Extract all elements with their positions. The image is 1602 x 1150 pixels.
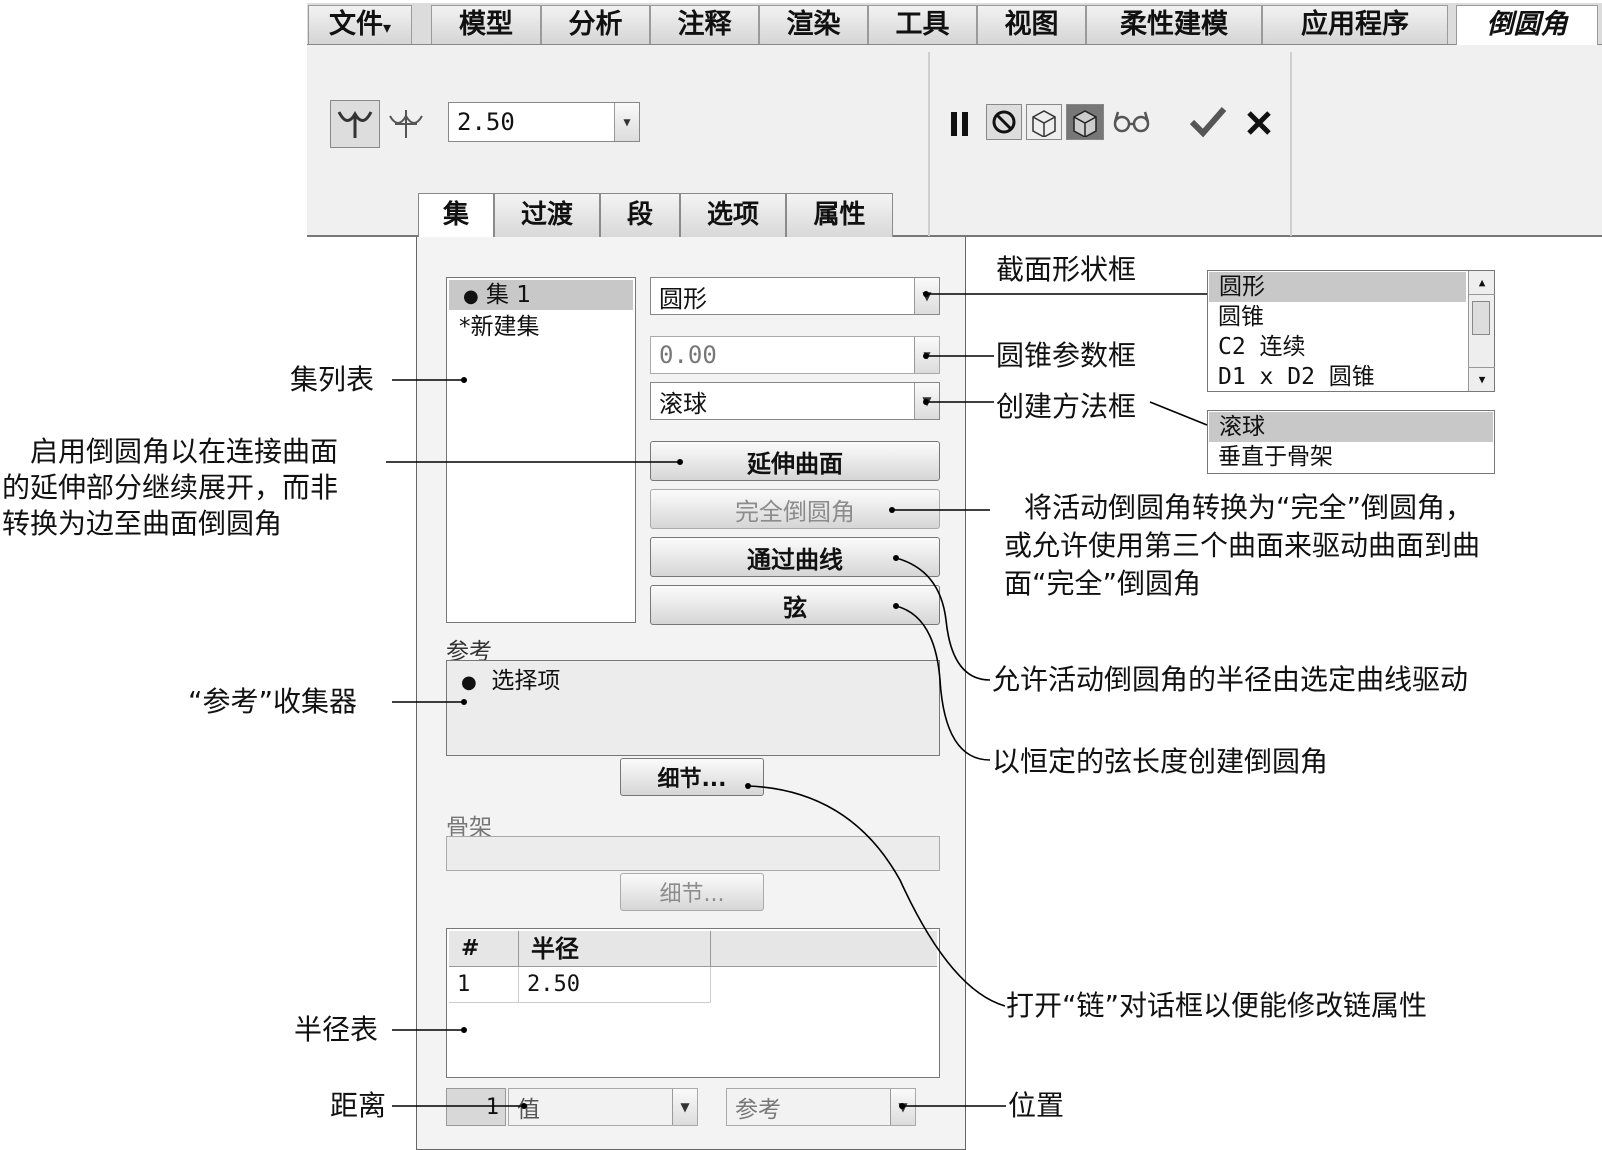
column-header-empty	[711, 931, 937, 967]
reference-item[interactable]: ● 选择项	[461, 668, 561, 694]
glasses-icon[interactable]	[1112, 106, 1152, 138]
list-item[interactable]: D1 x D2 圆锥	[1218, 364, 1375, 390]
radius-value: 2.50	[457, 108, 515, 136]
annotation-radius-table: 半径表	[294, 1013, 379, 1046]
list-item[interactable]: 滚球	[1209, 412, 1493, 442]
tab-view[interactable]: 视图	[977, 5, 1086, 44]
ribbon-divider	[928, 52, 930, 236]
list-item[interactable]: 圆形	[1209, 272, 1466, 302]
tab-round[interactable]: 倒圆角	[1456, 5, 1598, 47]
conic-param-value: 0.00	[659, 341, 717, 369]
reference-item-label: 选择项	[491, 668, 561, 694]
pause-icon[interactable]	[946, 108, 974, 140]
radius-combo[interactable]: 2.50 ▼	[448, 102, 640, 142]
list-item[interactable]: C2 连续	[1218, 334, 1306, 360]
no-preview-icon[interactable]	[986, 104, 1022, 140]
skeleton-collector[interactable]	[446, 836, 940, 871]
geometry-preview-icon[interactable]	[1066, 104, 1104, 140]
annotation-reference-collector: “参考”收集器	[188, 685, 358, 718]
create-method-combo[interactable]: 滚球 ▼	[650, 382, 940, 420]
annotation-distance: 距离	[330, 1089, 387, 1122]
distance-number[interactable]: 1	[446, 1088, 506, 1126]
scroll-down-icon[interactable]: ▼	[1469, 367, 1495, 391]
chord-mode-icon[interactable]	[384, 100, 428, 148]
section-shape-list[interactable]: 圆形 圆锥 C2 连续 D1 x D2 圆锥 ▲ ▼	[1207, 270, 1495, 392]
through-curve-button[interactable]: 通过曲线	[650, 537, 940, 577]
annotation-through-curve: 允许活动倒圆角的半径由选定曲线驱动	[992, 663, 1469, 696]
details-button[interactable]: 细节...	[620, 758, 764, 796]
annotation-position: 位置	[1008, 1089, 1065, 1122]
close-icon[interactable]	[1244, 108, 1274, 138]
reference-collector[interactable]: ● 选择项	[446, 660, 940, 756]
scroll-thumb[interactable]	[1472, 301, 1490, 335]
annotation-chord: 以恒定的弦长度创建倒圆角	[992, 745, 1329, 778]
table-cell[interactable]: 2.50	[519, 967, 711, 1003]
tab-render[interactable]: 渲染	[759, 5, 868, 44]
section-shape-combo[interactable]: 圆形 ▼	[650, 277, 940, 315]
annotation-conic-param: 圆锥参数框	[996, 339, 1137, 372]
list-item[interactable]: 圆锥	[1218, 304, 1264, 330]
table-cell[interactable]: 1	[449, 967, 519, 1003]
chevron-down-icon: ▾	[382, 18, 392, 37]
wireframe-preview-icon[interactable]	[1026, 104, 1062, 140]
ribbon-divider	[1290, 52, 1292, 236]
create-method-list[interactable]: 滚球 垂直于骨架	[1207, 410, 1495, 474]
tab-file-label: 文件	[328, 9, 383, 40]
tab-file[interactable]: 文件▾	[308, 5, 412, 44]
value-type-combo[interactable]: 值 ▼	[508, 1088, 698, 1126]
position-value: 参考	[735, 1097, 781, 1123]
tab-segments[interactable]: 段	[600, 193, 680, 237]
list-item-set1[interactable]: ● 集 1	[449, 280, 633, 310]
annotation-section-shape: 截面形状框	[996, 253, 1137, 286]
tab-transitions[interactable]: 过渡	[494, 193, 600, 237]
set-item-label: 集 1	[486, 282, 531, 308]
annotation-set-list: 集列表	[290, 363, 375, 396]
annotation-full-line3: 面“完全”倒圆角	[1004, 567, 1202, 600]
annotation-full-line1: 将活动倒圆角转换为“完全”倒圆角，	[1024, 491, 1474, 524]
extend-surface-button[interactable]: 延伸曲面	[650, 441, 940, 481]
check-icon[interactable]	[1188, 104, 1228, 140]
section-shape-value: 圆形	[659, 284, 707, 313]
list-item[interactable]: 垂直于骨架	[1218, 444, 1333, 470]
tab-sets[interactable]: 集	[418, 193, 494, 239]
annotation-extend-line1: 启用倒圆角以在连接曲面	[30, 435, 339, 468]
position-combo[interactable]: 参考 ▼	[726, 1088, 916, 1126]
set-list[interactable]: ● 集 1 *新建集	[446, 277, 636, 623]
scrollbar[interactable]: ▲ ▼	[1468, 271, 1495, 391]
annotation-chain-dialog: 打开“链”对话框以便能修改链属性	[1006, 989, 1428, 1022]
tab-flexible-modeling[interactable]: 柔性建模	[1086, 5, 1262, 44]
chord-button[interactable]: 弦	[650, 585, 940, 625]
list-item-new-set[interactable]: *新建集	[459, 314, 540, 340]
tab-options[interactable]: 选项	[680, 193, 786, 237]
constant-radius-icon[interactable]	[330, 100, 380, 148]
create-method-value: 滚球	[659, 389, 707, 418]
tab-model[interactable]: 模型	[431, 5, 541, 44]
column-header-number: #	[449, 931, 519, 967]
tab-applications[interactable]: 应用程序	[1262, 5, 1448, 44]
tab-annotate[interactable]: 注释	[650, 5, 759, 44]
skeleton-details-button[interactable]: 细节...	[620, 873, 764, 911]
tab-tools[interactable]: 工具	[868, 5, 977, 44]
annotation-extend-line2: 的延伸部分继续展开，而非	[2, 471, 339, 504]
tab-properties[interactable]: 属性	[786, 193, 893, 237]
chevron-down-icon[interactable]: ▼	[614, 103, 639, 141]
conic-param-combo[interactable]: 0.00 ▼	[650, 336, 940, 374]
annotation-extend-line3: 转换为边至曲面倒圆角	[2, 507, 283, 540]
tab-analysis[interactable]: 分析	[541, 5, 650, 44]
radius-table: # 半径 1 2.50	[446, 928, 940, 1078]
annotation-create-method: 创建方法框	[996, 390, 1137, 423]
scroll-up-icon[interactable]: ▲	[1469, 271, 1495, 295]
column-header-radius: 半径	[519, 931, 711, 967]
annotation-full-line2: 或允许使用第三个曲面来驱动曲面到曲	[1004, 529, 1481, 562]
chevron-down-icon[interactable]: ▼	[672, 1089, 697, 1125]
